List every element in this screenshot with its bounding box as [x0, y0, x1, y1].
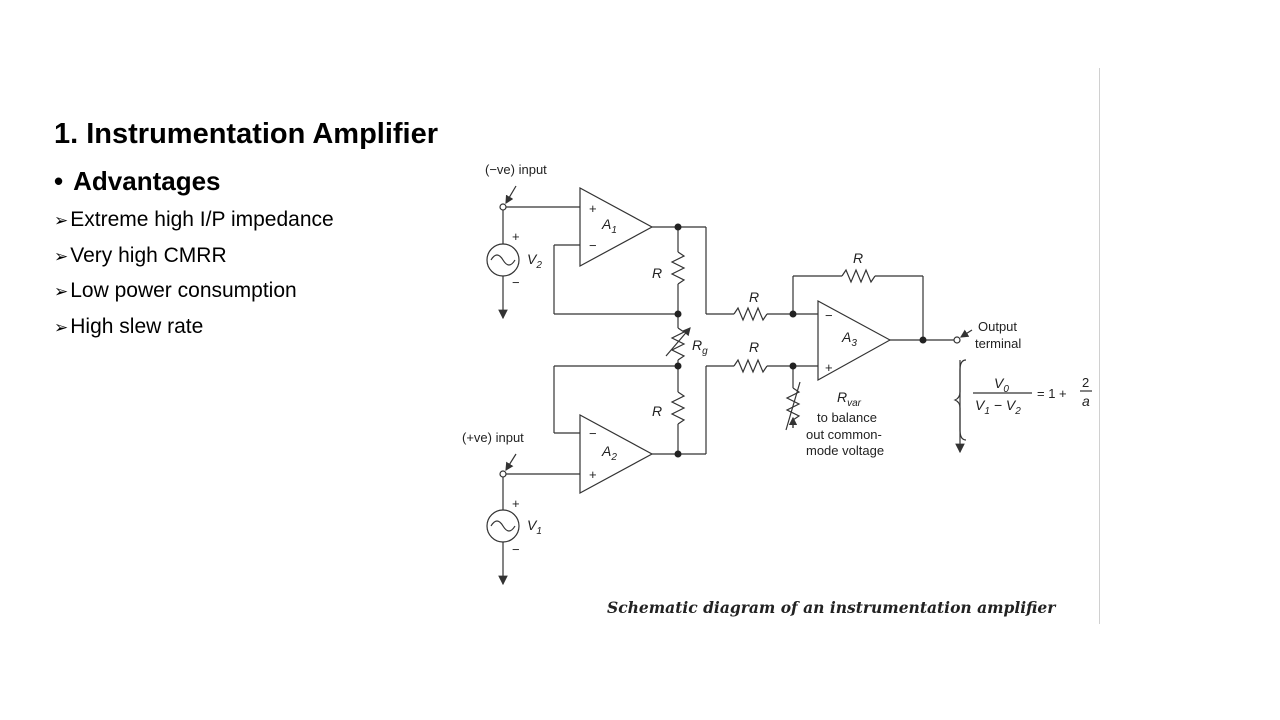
output-label-line-1: Output	[978, 319, 1017, 334]
figure-caption: Schematic diagram of an instrumentation …	[607, 598, 1057, 617]
junction-dots	[674, 223, 927, 458]
advantages-heading: • Advantages	[54, 166, 221, 197]
source-v1-label: V1	[527, 517, 542, 537]
a2-plus-sign: +	[589, 467, 597, 482]
slide-divider	[1099, 68, 1100, 624]
a3-plus-sign: +	[825, 360, 833, 375]
opamp-a3-label: A3	[841, 329, 857, 349]
ac-source-v1	[486, 509, 520, 543]
a1-plus-sign: +	[589, 201, 597, 216]
rvar-note-line-3: mode voltage	[806, 443, 884, 458]
list-item: ➢Low power consumption	[54, 278, 334, 314]
opamp-a2	[579, 413, 654, 495]
resistor-r-feedback-label: R	[853, 250, 863, 266]
output-label-line-2: terminal	[975, 336, 1021, 351]
arrow-bullet-icon: ➢	[54, 282, 69, 302]
slide-title: 1. Instrumentation Amplifier	[54, 118, 439, 150]
resistor-r-left-bottom	[733, 358, 768, 374]
resistor-r-bottom-label: R	[652, 403, 662, 419]
opamp-a2-label: A2	[601, 443, 617, 463]
sine-wave-icon	[490, 254, 516, 266]
source-v2-minus: −	[512, 275, 520, 290]
output-terminal-node	[953, 336, 961, 344]
source-v2-plus: +	[512, 229, 520, 244]
formula-denominator: V1 − V2	[975, 397, 1021, 417]
list-item-text: Low power consumption	[70, 279, 297, 303]
resistor-rg-label: Rg	[692, 337, 708, 357]
resistor-rg	[670, 327, 686, 361]
source-v2-label: V2	[527, 251, 542, 271]
arrow-bullet-icon: ➢	[54, 211, 69, 230]
sine-wave-icon	[490, 520, 516, 532]
resistor-r-feedback	[841, 268, 876, 284]
list-item: ➢High slew rate	[54, 314, 334, 350]
formula-rhs: = 1 +	[1037, 386, 1067, 401]
source-v1-plus: +	[512, 496, 520, 511]
formula-frac-den: a	[1082, 393, 1090, 409]
arrow-bullet-icon: ➢	[54, 317, 69, 337]
rvar-note-line-1: to balance	[817, 410, 877, 425]
list-item-text: High slew rate	[70, 314, 204, 338]
pos-input-label: (+ve) input	[462, 430, 524, 445]
resistor-r-top-label: R	[652, 265, 662, 281]
formula-numerator: V0	[994, 375, 1009, 395]
a3-minus-sign: −	[825, 308, 833, 323]
list-item-text: Extreme high I/P impedance	[70, 208, 334, 231]
resistor-r-top	[670, 251, 686, 285]
resistor-rvar	[785, 387, 801, 421]
source-v1-minus: −	[512, 542, 520, 557]
list-item-text: Very high CMRR	[70, 243, 227, 267]
brace	[953, 359, 967, 441]
arrow-bullet-icon: ➢	[54, 246, 69, 266]
advantages-list: ➢Extreme high I/P impedance ➢Very high C…	[54, 207, 334, 349]
neg-input-label: (−ve) input	[485, 162, 547, 177]
resistor-r-left-top	[733, 306, 768, 322]
opamp-a1-label: A1	[601, 216, 617, 236]
opamp-a3	[817, 299, 892, 382]
rvar-note-line-2: out common-	[806, 427, 882, 442]
resistor-r-left-bottom-label: R	[749, 339, 759, 355]
resistor-r-bottom	[670, 391, 686, 425]
list-item: ➢Extreme high I/P impedance	[54, 207, 334, 243]
formula-frac-num: 2	[1082, 375, 1089, 390]
bullet-dot: •	[54, 166, 64, 196]
a1-minus-sign: −	[589, 238, 597, 253]
resistor-rvar-label: Rvar	[837, 389, 862, 409]
advantages-label: Advantages	[73, 166, 221, 196]
list-item: ➢Very high CMRR	[54, 243, 334, 279]
opamp-a1	[579, 186, 654, 268]
resistor-r-left-top-label: R	[749, 289, 759, 305]
a2-minus-sign: −	[589, 426, 597, 441]
ac-source-v2	[486, 243, 520, 277]
